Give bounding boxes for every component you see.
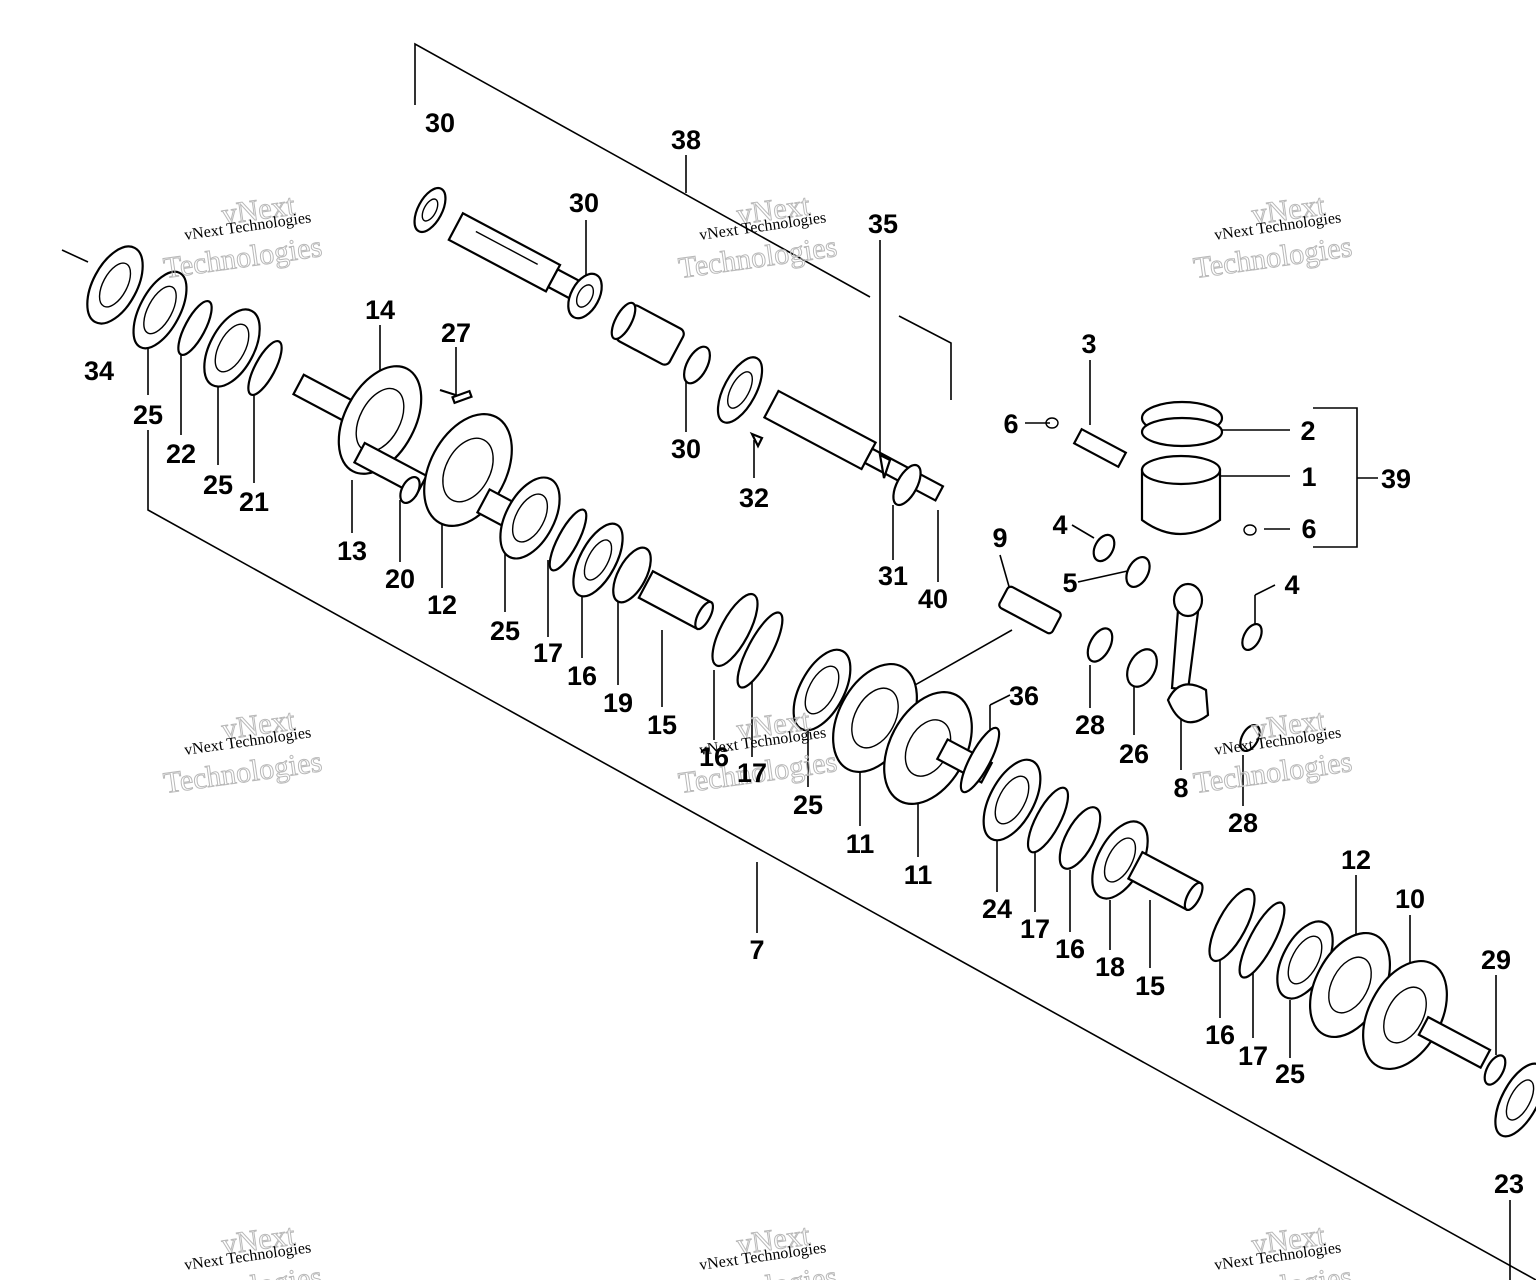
callout-labels: 30 38 30 35 14 27 3 2 6 1 39 34 25 22 25… bbox=[84, 108, 1524, 1199]
watermark-6: vNext vNext Technologies Technologies bbox=[1191, 703, 1355, 801]
callout-label: 12 bbox=[427, 590, 457, 620]
watermark-4: vNext vNext Technologies Technologies bbox=[161, 703, 325, 801]
callout-label: 21 bbox=[239, 487, 269, 517]
callout-label: 28 bbox=[1228, 808, 1258, 838]
callout-label: 6 bbox=[1301, 514, 1316, 544]
callout-label: 25 bbox=[203, 470, 233, 500]
callout-label: 24 bbox=[982, 894, 1012, 924]
callout-label: 40 bbox=[918, 584, 948, 614]
callout-label: 3 bbox=[1081, 329, 1096, 359]
callout-label: 25 bbox=[490, 616, 520, 646]
callout-label: 4 bbox=[1284, 570, 1299, 600]
piston-assembly bbox=[451, 389, 1263, 753]
callout-label: 30 bbox=[569, 188, 599, 218]
callout-label: 18 bbox=[1095, 952, 1125, 982]
callout-label: 7 bbox=[749, 935, 764, 965]
callout-label: 19 bbox=[603, 688, 633, 718]
callout-label: 16 bbox=[567, 661, 597, 691]
callout-label: 39 bbox=[1381, 464, 1411, 494]
left-end-bearings bbox=[86, 245, 283, 397]
watermark-layer: vNext vNext Technologies Technologies vN… bbox=[161, 188, 1355, 1280]
callout-label: 34 bbox=[84, 356, 114, 386]
center-crank bbox=[792, 648, 1001, 805]
center-right-bearings bbox=[982, 758, 1286, 979]
watermark-7: vNext vNext Technologies Technologies bbox=[161, 1218, 325, 1280]
callout-label: 28 bbox=[1075, 710, 1105, 740]
center-left-bearings bbox=[499, 476, 784, 689]
callout-label: 9 bbox=[992, 523, 1007, 553]
callout-label: 11 bbox=[904, 860, 933, 890]
watermark-1: vNext vNext Technologies Technologies bbox=[161, 188, 325, 286]
callout-label: 14 bbox=[365, 295, 395, 325]
callout-label: 20 bbox=[385, 564, 415, 594]
callout-label: 5 bbox=[1062, 568, 1077, 598]
watermark-9: vNext vNext Technologies Technologies bbox=[1191, 1218, 1355, 1280]
callout-label: 17 bbox=[737, 758, 767, 788]
callout-label: 15 bbox=[647, 710, 677, 740]
callout-label: 25 bbox=[1275, 1059, 1305, 1089]
callout-label: 1 bbox=[1301, 462, 1316, 492]
callout-label: 22 bbox=[166, 439, 196, 469]
callout-label: 16 bbox=[1205, 1020, 1235, 1050]
callout-label: 16 bbox=[699, 742, 729, 772]
watermark-3: vNext vNext Technologies Technologies bbox=[1191, 188, 1355, 286]
callout-label: 30 bbox=[671, 434, 701, 464]
callout-label: 2 bbox=[1300, 416, 1315, 446]
callout-label: 35 bbox=[868, 209, 898, 239]
callout-label: 16 bbox=[1055, 934, 1085, 964]
callout-label: 11 bbox=[846, 829, 875, 859]
callout-label: 4 bbox=[1052, 510, 1067, 540]
callout-label: 13 bbox=[337, 536, 367, 566]
callout-label: 23 bbox=[1494, 1169, 1524, 1199]
callout-label: 8 bbox=[1173, 773, 1188, 803]
left-crank-half bbox=[291, 365, 545, 543]
leader-lines bbox=[61, 42, 1536, 1280]
callout-label: 10 bbox=[1395, 884, 1425, 914]
callout-label: 25 bbox=[793, 790, 823, 820]
callout-label: 25 bbox=[133, 400, 163, 430]
callout-label: 32 bbox=[739, 483, 769, 513]
callout-label: 17 bbox=[533, 638, 563, 668]
watermark-8: vNext vNext Technologies Technologies bbox=[676, 1218, 840, 1280]
callout-label: 30 bbox=[425, 108, 455, 138]
callout-label: 17 bbox=[1238, 1041, 1268, 1071]
callout-label: 17 bbox=[1020, 914, 1050, 944]
upper-shaft-assembly bbox=[413, 186, 945, 507]
callout-label: 12 bbox=[1341, 845, 1371, 875]
callout-label: 27 bbox=[441, 318, 471, 348]
callout-label: 6 bbox=[1003, 409, 1018, 439]
callout-label: 38 bbox=[671, 125, 701, 155]
callout-label: 26 bbox=[1119, 739, 1149, 769]
callout-label: 36 bbox=[1009, 681, 1039, 711]
callout-label: 31 bbox=[878, 561, 908, 591]
right-crank-half bbox=[1276, 920, 1536, 1138]
callout-label: 15 bbox=[1135, 971, 1165, 1001]
callout-label: 29 bbox=[1481, 945, 1511, 975]
